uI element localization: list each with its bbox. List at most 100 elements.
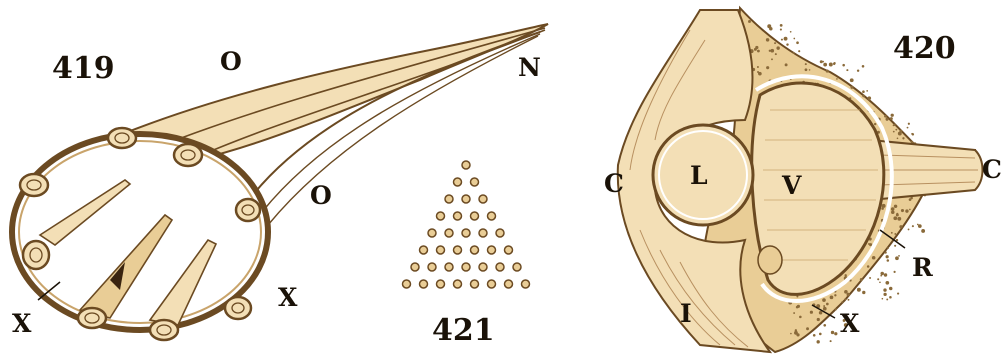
speckle (886, 255, 889, 258)
dot (488, 246, 496, 254)
speckle (912, 225, 914, 227)
dot (454, 212, 462, 220)
speckle (891, 114, 894, 117)
speckle (836, 78, 838, 80)
speckle (822, 61, 824, 63)
small-cell (758, 246, 782, 274)
speckle (886, 118, 889, 121)
speckle (862, 95, 865, 98)
speckle (780, 24, 783, 27)
speckle (799, 316, 802, 319)
speckle (894, 233, 896, 235)
dot (437, 246, 445, 254)
speckle (877, 278, 879, 280)
speckle (869, 277, 871, 279)
speckle (918, 224, 922, 228)
ring-node (236, 199, 260, 221)
speckle (758, 72, 762, 76)
speckle (894, 124, 896, 126)
speckle (891, 232, 893, 234)
label-r: R (912, 253, 933, 282)
speckle (842, 64, 845, 67)
label-c-left: C (604, 169, 624, 198)
ring-node (225, 297, 251, 319)
speckle (879, 281, 881, 283)
label-l: L (690, 161, 708, 190)
speckle (893, 131, 895, 133)
speckle (887, 259, 890, 262)
dot (411, 263, 419, 271)
dot (445, 195, 453, 203)
speckle (898, 255, 900, 257)
speckle (846, 69, 848, 71)
ring-node (174, 144, 202, 166)
dot (513, 263, 521, 271)
speckle (771, 58, 773, 60)
speckle (805, 68, 808, 71)
dot (505, 246, 513, 254)
speckle (889, 287, 893, 291)
speckle (899, 130, 902, 133)
speckle (868, 243, 870, 245)
speckle (831, 331, 834, 334)
speckle (893, 271, 895, 273)
dot (488, 212, 496, 220)
dot (437, 280, 445, 288)
speckle (796, 41, 799, 44)
dot (471, 178, 479, 186)
speckle (907, 127, 909, 129)
speckle (817, 340, 820, 343)
speckle (766, 38, 769, 41)
figure-420: 420 C L V C R I X (604, 8, 1002, 352)
speckle (780, 28, 782, 30)
dot (420, 246, 428, 254)
dot (479, 229, 487, 237)
speckle (891, 211, 894, 214)
speckle (895, 129, 897, 131)
speckle (826, 69, 829, 72)
speckle (757, 66, 759, 68)
label-n: N (518, 53, 541, 82)
speckle (774, 42, 776, 44)
speckle (790, 31, 792, 33)
speckle (894, 245, 896, 247)
speckle (766, 66, 769, 69)
speckle (867, 265, 870, 268)
dot (496, 263, 504, 271)
dot (428, 263, 436, 271)
speckle (798, 50, 800, 52)
speckle (880, 275, 882, 277)
speckle (776, 46, 779, 49)
speckle (857, 288, 861, 292)
speckle (755, 46, 758, 49)
speckle (793, 38, 795, 40)
speckle (860, 278, 863, 281)
speckle (850, 86, 853, 89)
dot (522, 280, 530, 288)
label-v: V (781, 171, 802, 200)
speckle (884, 251, 886, 253)
speckle (897, 293, 899, 295)
speckle (793, 312, 795, 314)
speckle (921, 229, 925, 233)
speckle (793, 52, 795, 54)
speckle (830, 296, 834, 300)
speckle (786, 43, 788, 45)
speckle (784, 37, 788, 41)
speckle (908, 123, 910, 125)
speckle (868, 99, 870, 101)
speckle (893, 216, 897, 220)
dot (420, 280, 428, 288)
ring-node (108, 128, 136, 148)
label-c-right: C (982, 155, 1002, 184)
dot (454, 178, 462, 186)
speckle (874, 123, 876, 125)
speckle (899, 225, 902, 228)
dot (428, 229, 436, 237)
dot (479, 195, 487, 203)
figure-419: 419 O N O X X (12, 24, 548, 340)
speckle (894, 205, 897, 208)
speckle (844, 274, 846, 276)
